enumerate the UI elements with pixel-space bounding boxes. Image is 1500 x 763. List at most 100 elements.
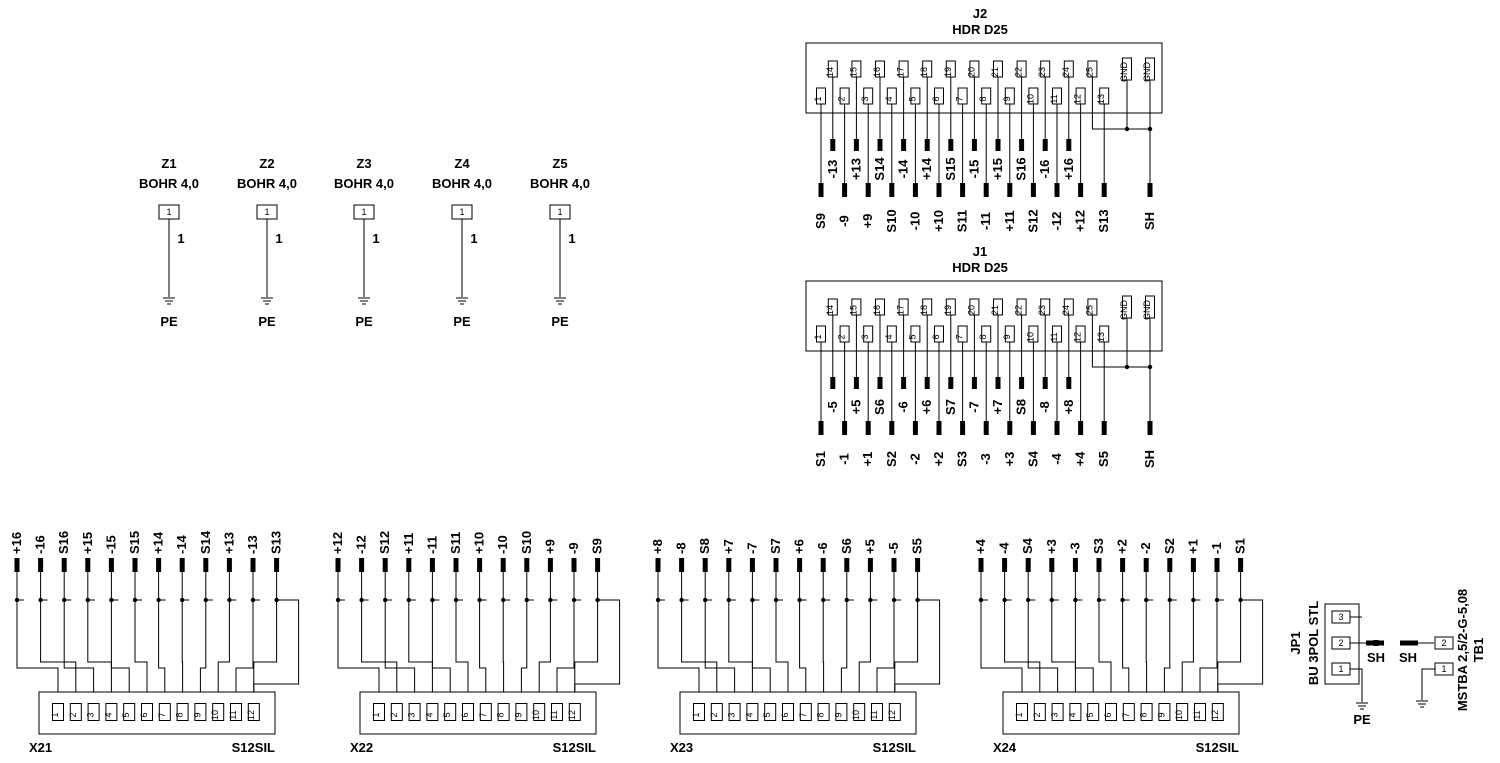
- terminal-stub: [912, 421, 918, 435]
- net-label: +3: [1002, 452, 1017, 467]
- pin-number: 1: [691, 712, 701, 717]
- component-type: BOHR 4,0: [334, 176, 394, 191]
- pin-number: 5: [907, 96, 917, 101]
- terminal-stub: [877, 377, 883, 389]
- net-label: S9: [590, 538, 605, 554]
- net-label: S4: [1020, 537, 1035, 554]
- pin-label: 1: [568, 231, 575, 246]
- pin-number: 4: [103, 712, 113, 717]
- pin-number: 25: [1084, 305, 1094, 315]
- pin-number: 15: [848, 67, 858, 77]
- pin-number: 7: [478, 712, 488, 717]
- terminal-stub: [978, 558, 984, 572]
- terminal-stub: [936, 421, 942, 435]
- net-label: -1: [837, 453, 852, 465]
- wire: [253, 599, 300, 700]
- net-label: -13: [245, 535, 260, 554]
- net-label: S3: [1091, 538, 1106, 554]
- terminal-stub: [1054, 421, 1060, 435]
- net-label: -5: [886, 542, 901, 554]
- wire: [858, 600, 871, 700]
- terminal-stub: [915, 558, 921, 572]
- pin-box: [69, 703, 82, 721]
- pin-box: [52, 703, 64, 721]
- terminal-stub: [1078, 183, 1084, 197]
- net-label: -12: [1049, 212, 1064, 231]
- pin-number: GND: [1142, 300, 1152, 321]
- net-label: -2: [907, 453, 922, 465]
- wire: [1098, 600, 1112, 700]
- net-label: +9: [542, 539, 557, 554]
- net-label: -1: [1209, 542, 1224, 554]
- terminal-stub: [38, 558, 44, 572]
- pin-number: 11: [1192, 710, 1202, 719]
- pin-box: [1194, 703, 1206, 721]
- wire: [110, 600, 130, 700]
- component-ref: TB1: [1471, 638, 1486, 663]
- pin-box: [533, 703, 546, 721]
- component-ref: Z3: [356, 156, 371, 171]
- pin-box: [212, 703, 225, 721]
- terminal-stub: [14, 558, 20, 572]
- ground-icon: [554, 297, 566, 305]
- terminal-stub: [1049, 558, 1055, 572]
- pin-box: [728, 703, 741, 721]
- terminal-stub: [901, 377, 907, 389]
- wire: [894, 600, 919, 700]
- net-label: +2: [931, 452, 946, 467]
- pin-number: 11: [228, 710, 238, 719]
- wire: [253, 600, 278, 700]
- terminal-stub: [203, 558, 209, 572]
- terminal-stub: [830, 377, 836, 389]
- pin-number: 1: [813, 96, 823, 101]
- terminal-stub: [749, 558, 755, 572]
- net-label: S5: [1096, 451, 1111, 467]
- net-label: +11: [401, 533, 416, 554]
- pin-number: 4: [884, 96, 894, 101]
- pin-box: [247, 703, 260, 721]
- pin-box: [835, 703, 848, 721]
- pin-number: 9: [192, 712, 202, 717]
- terminal-stub: [971, 139, 977, 151]
- ground-icon: [261, 297, 273, 305]
- terminal-stub: [867, 558, 873, 572]
- wire: [799, 600, 807, 700]
- net-label: -15: [103, 535, 118, 554]
- terminal-stub: [702, 558, 708, 572]
- wire: [1122, 600, 1130, 700]
- wire: [40, 600, 77, 700]
- pin-number: 10: [851, 710, 861, 720]
- pin-box: [408, 703, 421, 721]
- pin-number: 2: [709, 712, 719, 717]
- wire: [384, 600, 416, 700]
- component-ref: J1: [973, 244, 987, 259]
- terminal-stub: [995, 139, 1001, 151]
- pin-number: 9: [513, 712, 523, 717]
- pin-number: 7: [157, 712, 167, 717]
- net-label: S7: [943, 399, 958, 415]
- pin-box: [1211, 703, 1224, 721]
- pin-box: [746, 703, 759, 721]
- pin-number: 23: [1037, 305, 1047, 315]
- terminal-stub: [773, 558, 779, 572]
- wire: [980, 600, 1023, 700]
- pin-label: 1: [372, 231, 379, 246]
- junction-dot: [1124, 126, 1130, 132]
- terminal-stub: [1167, 558, 1173, 572]
- net-label: S11: [448, 532, 463, 554]
- pin-number: 11: [549, 710, 559, 719]
- pin-label: 1: [275, 231, 282, 246]
- net-label: -7: [966, 401, 981, 413]
- terminal-stub: [936, 183, 942, 197]
- terminal-stub: [891, 558, 897, 572]
- pin-number: 12: [246, 710, 256, 720]
- wire: [1181, 600, 1194, 700]
- net-label: +15: [990, 158, 1005, 180]
- terminal-stub: [948, 377, 954, 389]
- net-label: SH: [1367, 650, 1385, 665]
- pin-number: 5: [1085, 712, 1095, 717]
- net-label: S6: [839, 538, 854, 554]
